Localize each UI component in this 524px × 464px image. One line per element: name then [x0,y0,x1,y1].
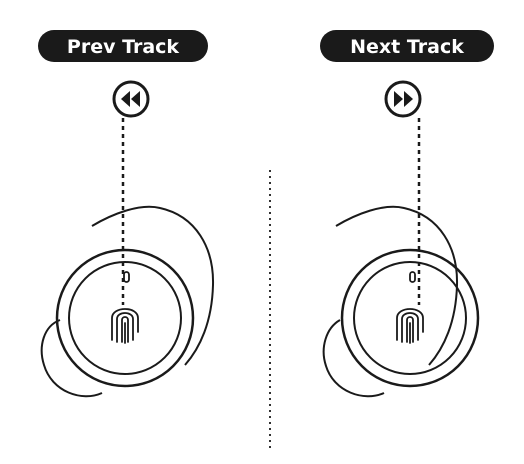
left-earbud-shell [91,205,215,366]
right-earbud-housing [340,248,480,388]
right-earbud [322,205,480,398]
right-earbud-nozzle [322,319,385,398]
prev-track-label: Prev Track [38,30,208,62]
rewind-icon [112,80,150,118]
right-earbud-touch-panel [353,261,467,375]
left-earbud-nozzle [40,319,103,398]
fingerprint-icon [111,308,139,344]
next-track-label-pill [320,30,494,62]
left-earbud [40,205,215,398]
right-earbud-indicator [409,271,416,283]
left-earbud-touch-panel [68,261,182,375]
prev-track-label-pill [38,30,208,62]
next-track-label: Next Track [320,30,494,62]
next-track-group: Next Track [320,30,494,398]
fingerprint-icon [396,308,424,344]
prev-track-group: Prev Track [38,30,215,398]
prev-track-label-text: Prev Track [67,36,180,58]
left-earbud-housing [55,248,195,388]
left-earbud-indicator [123,271,130,283]
fast-forward-icon [384,80,422,118]
right-earbud-shell [335,205,459,366]
next-track-label-text: Next Track [350,36,464,58]
